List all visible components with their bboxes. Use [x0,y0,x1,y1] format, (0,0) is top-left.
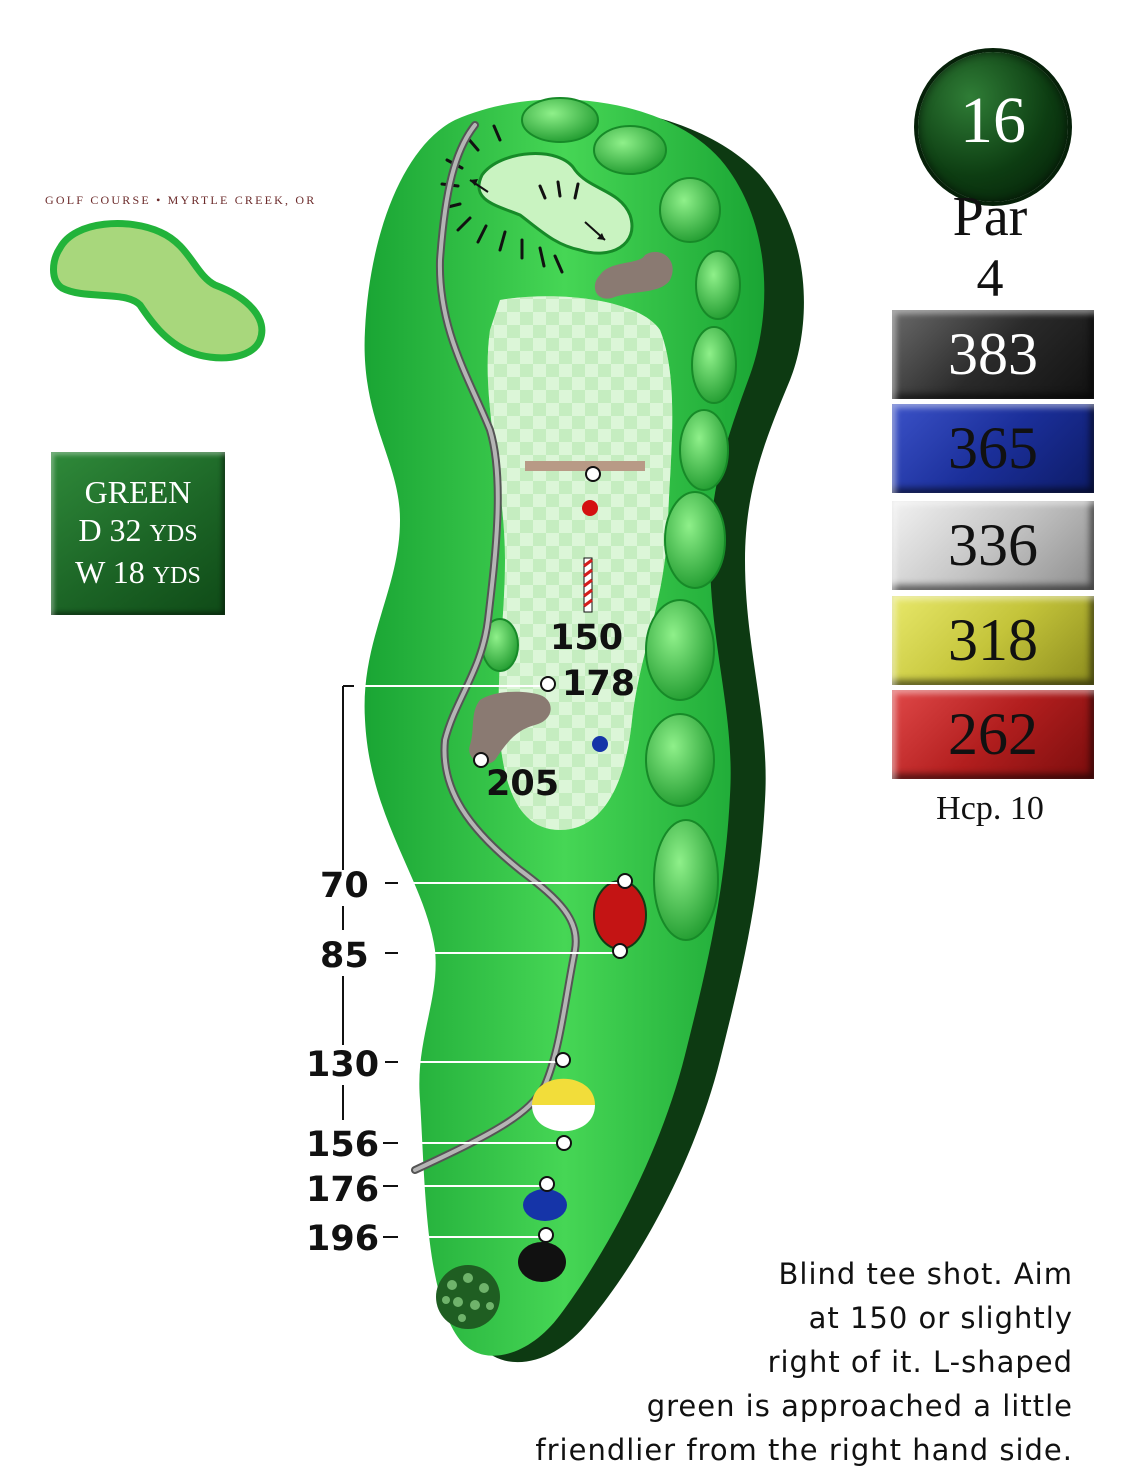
marker-150-stake [583,557,593,613]
green-width: W 18 YDS [75,553,201,590]
tee-blue-box [523,1189,567,1221]
blue-dot [592,736,608,752]
marker-205-label: 205 [486,764,560,804]
distance-196: 196 [306,1219,380,1259]
mounds [481,97,741,941]
course-name: GOLF COURSE • MYRTLE CREEK, OR [45,193,317,207]
distance-130: 130 [306,1045,380,1085]
hole-description: Blind tee shot. Aim at 150 or slightly r… [513,1252,1073,1472]
note-line: at 150 or slightly [808,1301,1073,1335]
par-value: 4 [976,248,1004,308]
tee-yardage-blue: 365 [892,404,1094,493]
distance-176: 176 [306,1170,380,1210]
tee-black-box [518,1242,566,1282]
bunker-green-right [594,251,673,299]
note-line: right of it. L-shaped [767,1345,1073,1379]
cart-crossing [525,461,645,471]
distance-156: 156 [306,1125,380,1165]
distance-70: 70 [320,866,369,906]
hole-number-badge [918,52,1068,202]
note-line: green is approached a little [646,1389,1073,1423]
par-label: Par [952,186,1028,248]
putting-green [440,124,634,274]
handicap: Hcp. 10 [936,790,1044,827]
marker-150-label: 150 [550,618,624,658]
green-title: GREEN [84,473,192,510]
red-dot [582,500,598,516]
distance-85: 85 [320,936,369,976]
tee-yellow-box [532,1078,595,1105]
tree [436,1265,500,1329]
bunker-fairway-left [469,691,551,765]
tee-yardage-black: 383 [892,310,1094,399]
green-dimensions-box: GREEN D 32 YDS W 18 YDS [51,452,225,615]
yardage-ticks [342,685,398,1238]
tee-red-box [593,880,647,950]
note-line: friendlier from the right hand side. [535,1433,1073,1467]
hole-number: 16 [960,84,1026,157]
marker-points [473,466,633,1243]
tee-yardage-yellow: 318 [892,596,1094,685]
tee-yardage-red: 262 [892,690,1094,779]
tee-white-box [532,1105,595,1132]
note-line: Blind tee shot. Aim [778,1257,1073,1291]
tee-yardage-white: 336 [892,501,1094,590]
green-logo-shape [50,220,266,362]
yardage-lines [343,685,625,1238]
marker-178-label: 178 [562,664,636,704]
green-depth: D 32 YDS [78,511,198,548]
